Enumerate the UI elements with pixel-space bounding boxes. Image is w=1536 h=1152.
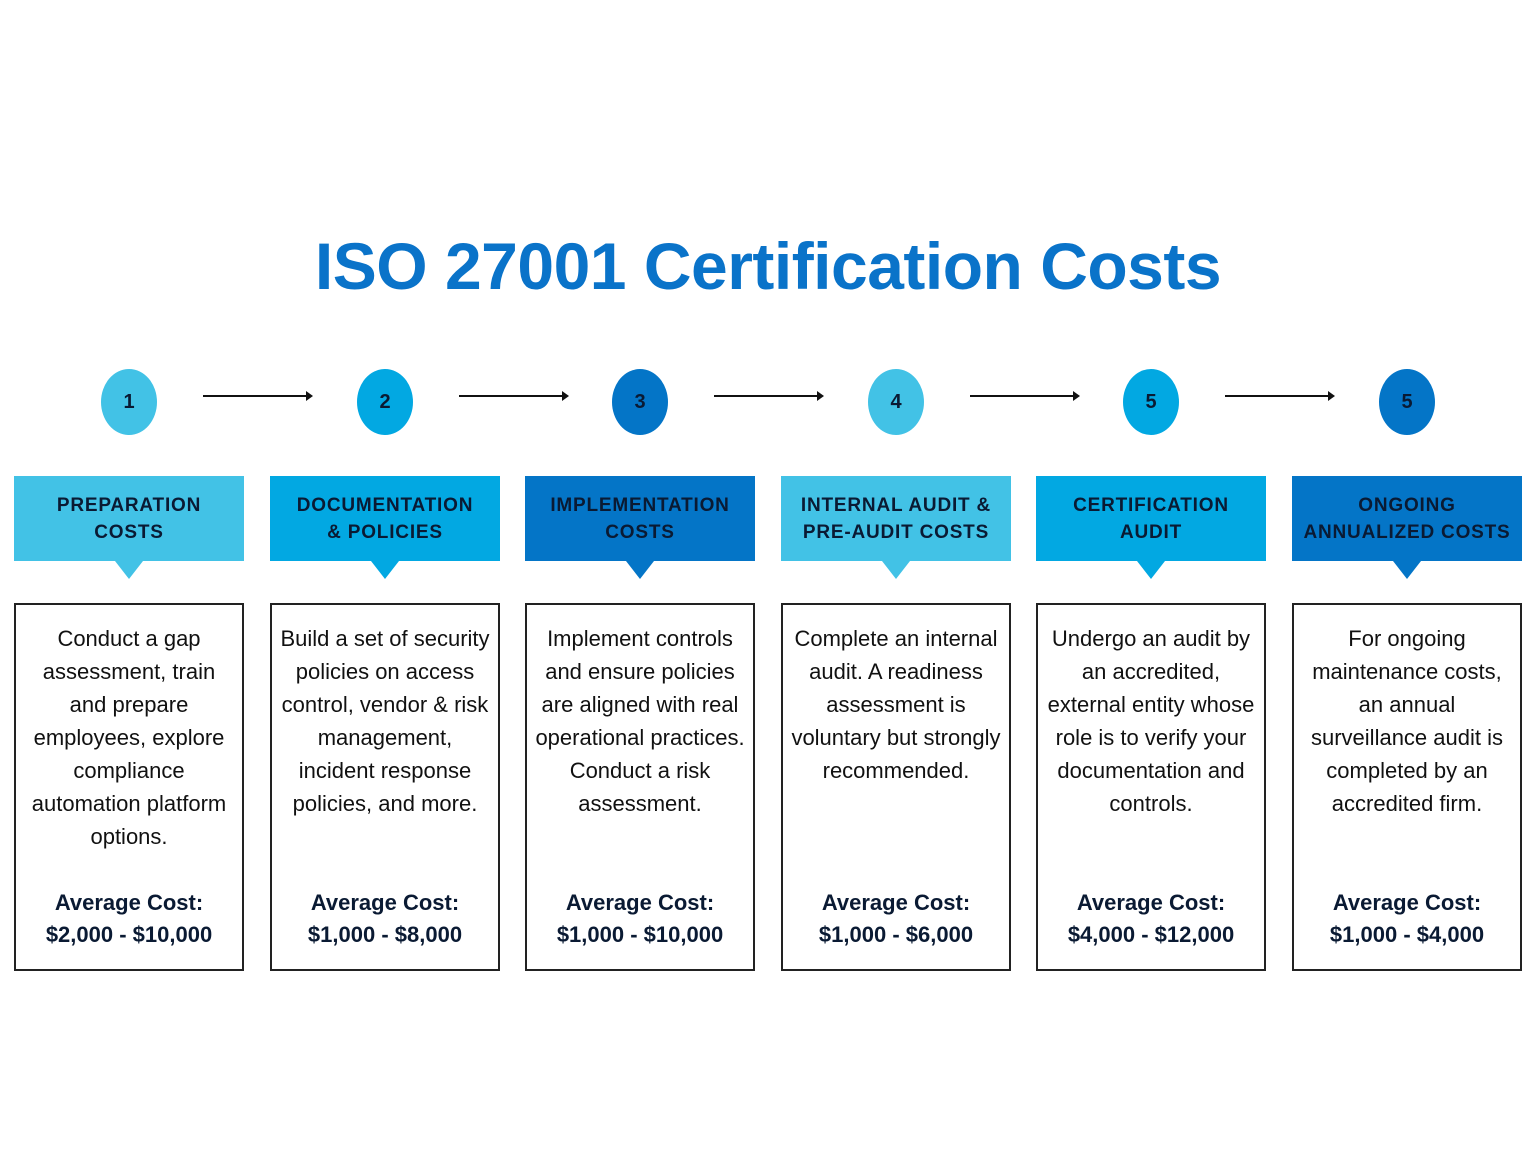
average-cost-label: Average Cost: (565, 890, 715, 915)
header-pointer (1393, 561, 1421, 579)
page-title: ISO 27001 Certification Costs (314, 229, 1222, 303)
step-card: For ongoing maintenance costs, an annual… (1292, 603, 1522, 971)
average-cost-label: Average Cost: (821, 890, 971, 915)
step-header: DOCUMENTATION & POLICIES (270, 476, 500, 561)
step-description: Implement controls and ensure policies a… (535, 626, 745, 816)
step-header: PREPARATION COSTS (14, 476, 244, 561)
step-number-circle: 4 (868, 369, 924, 435)
average-cost-value: $1,000 - $4,000 (1329, 922, 1485, 947)
average-cost-label: Average Cost: (310, 890, 460, 915)
header-pointer (1137, 561, 1165, 579)
arrow-right-icon (459, 391, 569, 401)
step-number-circle: 5 (1379, 369, 1435, 435)
header-pointer (626, 561, 654, 579)
step-number-circle: 5 (1123, 369, 1179, 435)
step-header: INTERNAL AUDIT & PRE-AUDIT COSTS (781, 476, 1011, 561)
header-pointer (371, 561, 399, 579)
arrow-right-icon (203, 391, 313, 401)
step-number-circle: 3 (612, 369, 668, 435)
average-cost-value: $1,000 - $8,000 (307, 922, 463, 947)
header-pointer (115, 561, 143, 579)
arrow-right-icon (1225, 391, 1335, 401)
step-description: Conduct a gap assessment, train and prep… (31, 626, 227, 849)
step-card: Undergo an audit by an accredited, exter… (1036, 603, 1266, 971)
arrow-right-icon (714, 391, 824, 401)
step-header: IMPLEMENTATION COSTS (525, 476, 755, 561)
step-header: CERTIFICATION AUDIT (1036, 476, 1266, 561)
step-header: ONGOING ANNUALIZED COSTS (1292, 476, 1522, 561)
header-pointer (882, 561, 910, 579)
step-description: Complete an internal audit. A readiness … (791, 626, 1001, 783)
step-description: For ongoing maintenance costs, an annual… (1311, 626, 1503, 816)
step-card: Implement controls and ensure policies a… (525, 603, 755, 971)
average-cost-label: Average Cost: (1076, 890, 1226, 915)
step-card: Build a set of security policies on acce… (270, 603, 500, 971)
average-cost-value: $4,000 - $12,000 (1067, 922, 1235, 947)
average-cost-label: Average Cost: (1332, 890, 1482, 915)
average-cost-label: Average Cost: (54, 890, 204, 915)
step-description: Build a set of security policies on acce… (280, 626, 490, 816)
average-cost-value: $1,000 - $6,000 (818, 922, 974, 947)
step-card: Complete an internal audit. A readiness … (781, 603, 1011, 971)
average-cost-value: $1,000 - $10,000 (556, 922, 724, 947)
step-number-circle: 2 (357, 369, 413, 435)
step-number-circle: 1 (101, 369, 157, 435)
step-description: Undergo an audit by an accredited, exter… (1047, 626, 1255, 816)
arrow-right-icon (970, 391, 1080, 401)
average-cost-value: $2,000 - $10,000 (45, 922, 213, 947)
step-card: Conduct a gap assessment, train and prep… (14, 603, 244, 971)
